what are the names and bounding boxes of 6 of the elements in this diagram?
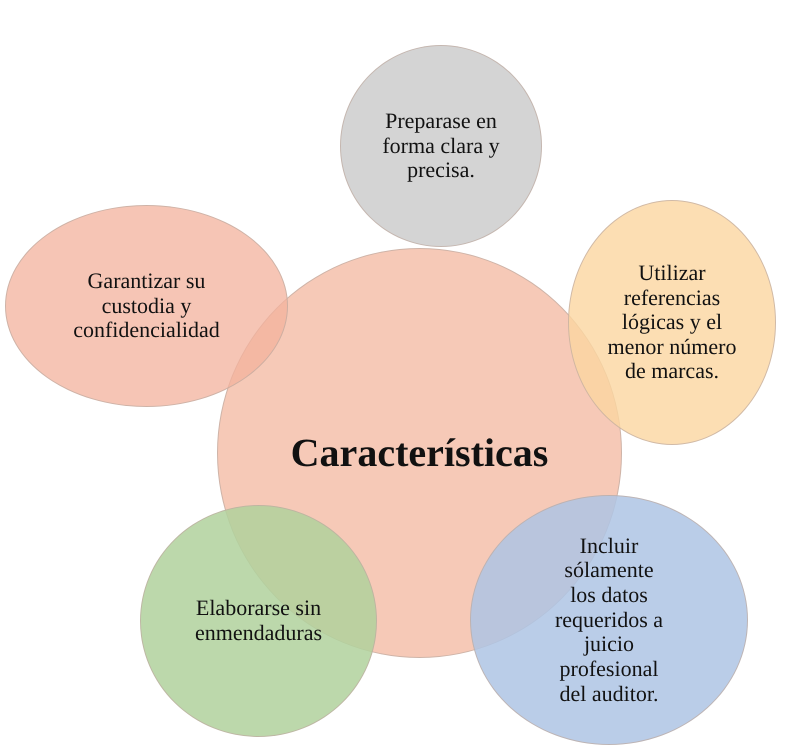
circle-text: Preparase en forma clara y precisa. xyxy=(381,109,501,183)
circle-text: Utilizar referencias lógicas y el menor número de marcas. xyxy=(606,260,738,384)
central-title: Características xyxy=(290,430,550,476)
circle-text: Garantizar su custodia y confidencialidad xyxy=(72,269,221,343)
circle-text: Elaborarse sin enmendaduras xyxy=(194,596,324,646)
circle-text: Incluir sólamente los datos requeridos a juicio profesional del auditor. xyxy=(554,534,664,706)
